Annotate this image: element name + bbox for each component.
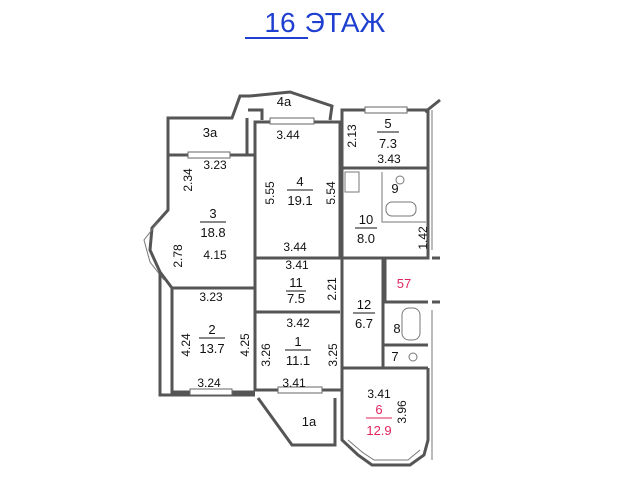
dim-r5-h: 2.13 (345, 124, 359, 148)
dim-r3-h: 2.34 (181, 168, 195, 192)
balcony-3a-label: 3a (203, 125, 218, 140)
room-9-number: 9 (391, 181, 398, 196)
balcony-4a-label: 4a (277, 94, 292, 109)
dim-r2-left: 4.24 (179, 333, 193, 357)
dim-r6-h: 3.96 (395, 400, 409, 424)
dim-r10-h: 1.42 (416, 226, 430, 250)
dim-r5-w: 3.43 (377, 152, 401, 166)
dim-r3-top: 3.23 (203, 158, 227, 172)
dim-r4-right: 5.54 (324, 181, 338, 205)
dim-r1-left: 3.26 (259, 343, 273, 367)
dim-r11-top: 3.41 (285, 258, 309, 272)
room-11-area: 7.5 (287, 291, 305, 306)
dim-r4-bottom: 3.44 (283, 240, 307, 254)
room-8-number: 8 (393, 321, 400, 336)
dim-r4-top: 3.44 (276, 128, 300, 142)
room-6-area: 12.9 (366, 423, 391, 438)
balcony-1a-label: 1a (302, 414, 317, 429)
dim-r3-w: 4.15 (203, 248, 227, 262)
room-7-number: 7 (391, 349, 398, 364)
room-1-area: 11.1 (286, 353, 310, 368)
room-12-number: 12 (357, 297, 371, 312)
room-6-number: 6 (375, 402, 382, 417)
room-2-area: 13.7 (199, 341, 224, 356)
dim-r11-h: 2.21 (325, 277, 339, 301)
dim-r1-top: 3.42 (286, 316, 310, 330)
dim-r4-left: 5.55 (263, 181, 277, 205)
room-10-number: 10 (359, 212, 373, 227)
floor-word: ЭТАЖ (305, 7, 386, 38)
dim-r2-bottom: 3.24 (197, 376, 221, 390)
labels: 3a 4a 1a 3.44 2.13 5 7.3 3.43 3.23 2.34 … (171, 94, 430, 438)
room-5-number: 5 (384, 116, 391, 131)
floor-number: 16 (264, 7, 295, 38)
dim-r2-right: 4.25 (238, 333, 252, 357)
room-10-area: 8.0 (357, 231, 375, 246)
room-4-area: 19.1 (287, 193, 312, 208)
room-3-number: 3 (209, 206, 216, 221)
windows (187, 106, 408, 396)
dim-r6-w: 3.41 (367, 387, 391, 401)
room-4-number: 4 (296, 174, 303, 189)
room-2-number: 2 (208, 322, 215, 337)
dim-r1-right: 3.25 (326, 343, 340, 367)
room-3-area: 18.8 (200, 225, 225, 240)
room-11-number: 11 (289, 275, 303, 290)
dim-r2-top: 3.23 (199, 290, 223, 304)
apartment-number: 57 (397, 276, 411, 291)
room-1-number: 1 (294, 334, 301, 349)
dim-r3-bay: 2.78 (171, 244, 185, 268)
room-12-area: 6.7 (355, 316, 373, 331)
room-5-area: 7.3 (379, 136, 397, 151)
dim-r1-bottom: 3.41 (282, 376, 306, 390)
